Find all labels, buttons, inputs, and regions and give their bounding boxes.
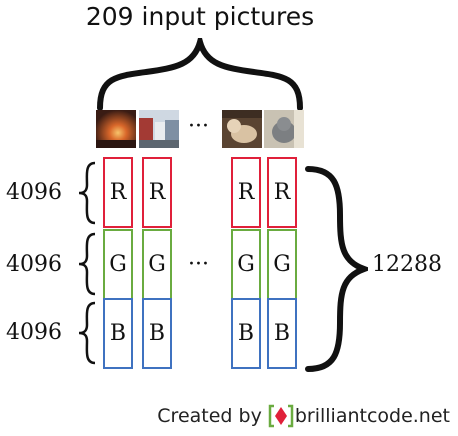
picture-ellipsis: ···	[188, 114, 209, 139]
left-brace-r	[78, 161, 96, 225]
row-count-b: 4096	[6, 320, 62, 345]
channel-box-g: G	[231, 229, 261, 300]
channel-ellipsis: ···	[188, 252, 209, 277]
input-picture-thumbnail-gray-cat	[264, 110, 304, 148]
channel-box-b: B	[142, 298, 172, 369]
channel-box-r: R	[142, 157, 172, 228]
left-brace-b	[78, 301, 96, 365]
left-brace-g	[78, 232, 96, 296]
channel-box-b: B	[231, 298, 261, 369]
channel-box-r: R	[103, 157, 133, 228]
credit-site: brilliantcode.net	[294, 405, 450, 427]
input-picture-thumbnail-fire	[96, 110, 136, 148]
credit-line: Created by brilliantcode.net	[157, 404, 450, 428]
channel-box-r: R	[267, 157, 297, 228]
channel-box-g: G	[267, 229, 297, 300]
channel-box-b: B	[267, 298, 297, 369]
right-curly-brace	[305, 166, 368, 372]
row-count-g: 4096	[6, 252, 62, 277]
top-curly-brace	[97, 38, 303, 110]
channel-box-g: G	[103, 229, 133, 300]
input-picture-thumbnail-street	[139, 110, 179, 148]
channel-box-r: R	[231, 157, 261, 228]
diagram-title: 209 input pictures	[85, 2, 315, 31]
row-count-r: 4096	[6, 180, 62, 205]
bracketed-red-diamond-logo-icon	[268, 404, 294, 428]
credit-prefix: Created by	[157, 405, 262, 427]
channel-box-b: B	[103, 298, 133, 369]
total-count: 12288	[372, 252, 442, 277]
channel-box-g: G	[142, 229, 172, 300]
input-picture-thumbnail-cat	[222, 110, 262, 148]
